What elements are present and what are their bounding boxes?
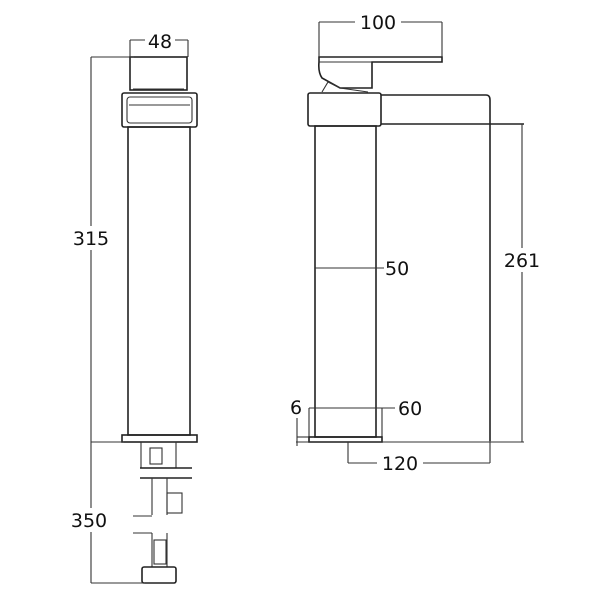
dimension-base-diameter: 60 bbox=[398, 398, 422, 420]
dimension-pipe-length: 350 bbox=[71, 510, 107, 532]
dimension-base-thickness: 6 bbox=[290, 397, 302, 419]
dimension-overall-height: 315 bbox=[73, 228, 109, 250]
base-front bbox=[121, 434, 198, 443]
side-view: 100 50 261 6 60 120 bbox=[290, 11, 544, 475]
spout bbox=[381, 94, 491, 441]
dimension-handle-length: 100 bbox=[360, 12, 396, 34]
dimension-handle-width: 48 bbox=[148, 31, 172, 53]
base-side bbox=[308, 436, 383, 443]
body-front bbox=[127, 126, 191, 436]
front-view: 315 350 48 bbox=[68, 30, 198, 584]
supply-fittings bbox=[133, 441, 192, 584]
dimension-spout-reach: 120 bbox=[382, 453, 418, 475]
dimension-spout-height: 261 bbox=[504, 250, 540, 272]
handle-front bbox=[129, 56, 188, 91]
dimension-body-diameter: 50 bbox=[385, 258, 409, 280]
collar-front bbox=[121, 92, 198, 128]
body-side bbox=[314, 125, 377, 438]
lever-handle bbox=[318, 56, 443, 89]
collar-side bbox=[307, 92, 382, 127]
